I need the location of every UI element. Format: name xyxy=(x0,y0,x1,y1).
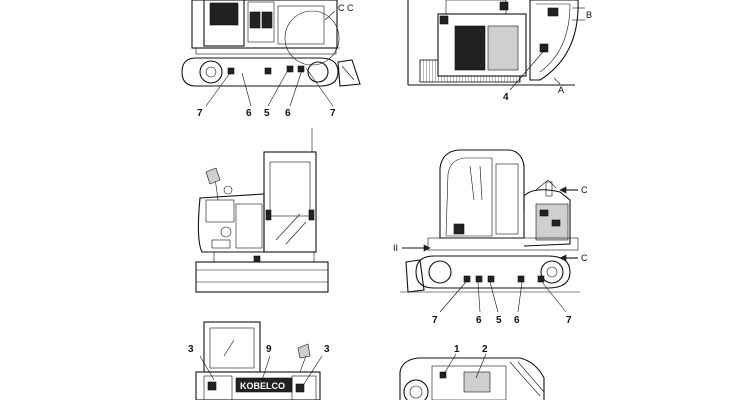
callouts-top-view: 1 2 xyxy=(454,344,488,355)
view-marker-a: A xyxy=(558,85,564,95)
callout-6-left: 6 xyxy=(246,108,252,119)
callouts-top-right: 4 B A xyxy=(503,10,592,103)
callout-1: 1 xyxy=(454,344,460,355)
excavator-top-view xyxy=(399,353,545,405)
excavator-front-view xyxy=(195,321,323,401)
excavator-rear-view xyxy=(195,128,329,293)
view-marker-arrow-left: II xyxy=(393,243,398,253)
callout-3-left: 3 xyxy=(188,344,194,355)
callout-7-left: 7 xyxy=(197,108,203,119)
leaders-right-side xyxy=(439,281,567,313)
callout-4: 4 xyxy=(503,92,509,103)
callout-9: 9 xyxy=(266,344,272,355)
callout-7-right: 7 xyxy=(330,108,336,119)
callout-5: 5 xyxy=(496,315,502,326)
callout-2: 2 xyxy=(482,344,488,355)
callout-6-right: 6 xyxy=(285,108,291,119)
callout-7-left: 7 xyxy=(432,315,438,326)
callouts-front-view: KOBELCO 3 9 3 xyxy=(188,344,330,391)
callouts-right-side: 7 6 5 6 7 C C II xyxy=(393,185,588,326)
view-marker-c-top: C C xyxy=(338,3,354,13)
callout-6-left: 6 xyxy=(476,315,482,326)
cab-interior-view-top-right xyxy=(407,0,585,91)
excavator-right-side-view xyxy=(400,149,580,293)
view-marker-c-lower: C xyxy=(581,253,588,263)
callout-5: 5 xyxy=(264,108,270,119)
excavator-side-view-top-left xyxy=(181,0,361,87)
callout-7-right: 7 xyxy=(566,315,572,326)
view-marker-b: B xyxy=(586,10,592,20)
callout-3-right: 3 xyxy=(324,344,330,355)
callout-6-right: 6 xyxy=(514,315,520,326)
brand-logo-text: KOBELCO xyxy=(240,381,285,391)
view-marker-c-upper: C xyxy=(581,185,588,195)
callouts-top-left: 7 6 5 6 7 C C xyxy=(197,3,354,119)
leaders-top-left xyxy=(205,10,336,107)
